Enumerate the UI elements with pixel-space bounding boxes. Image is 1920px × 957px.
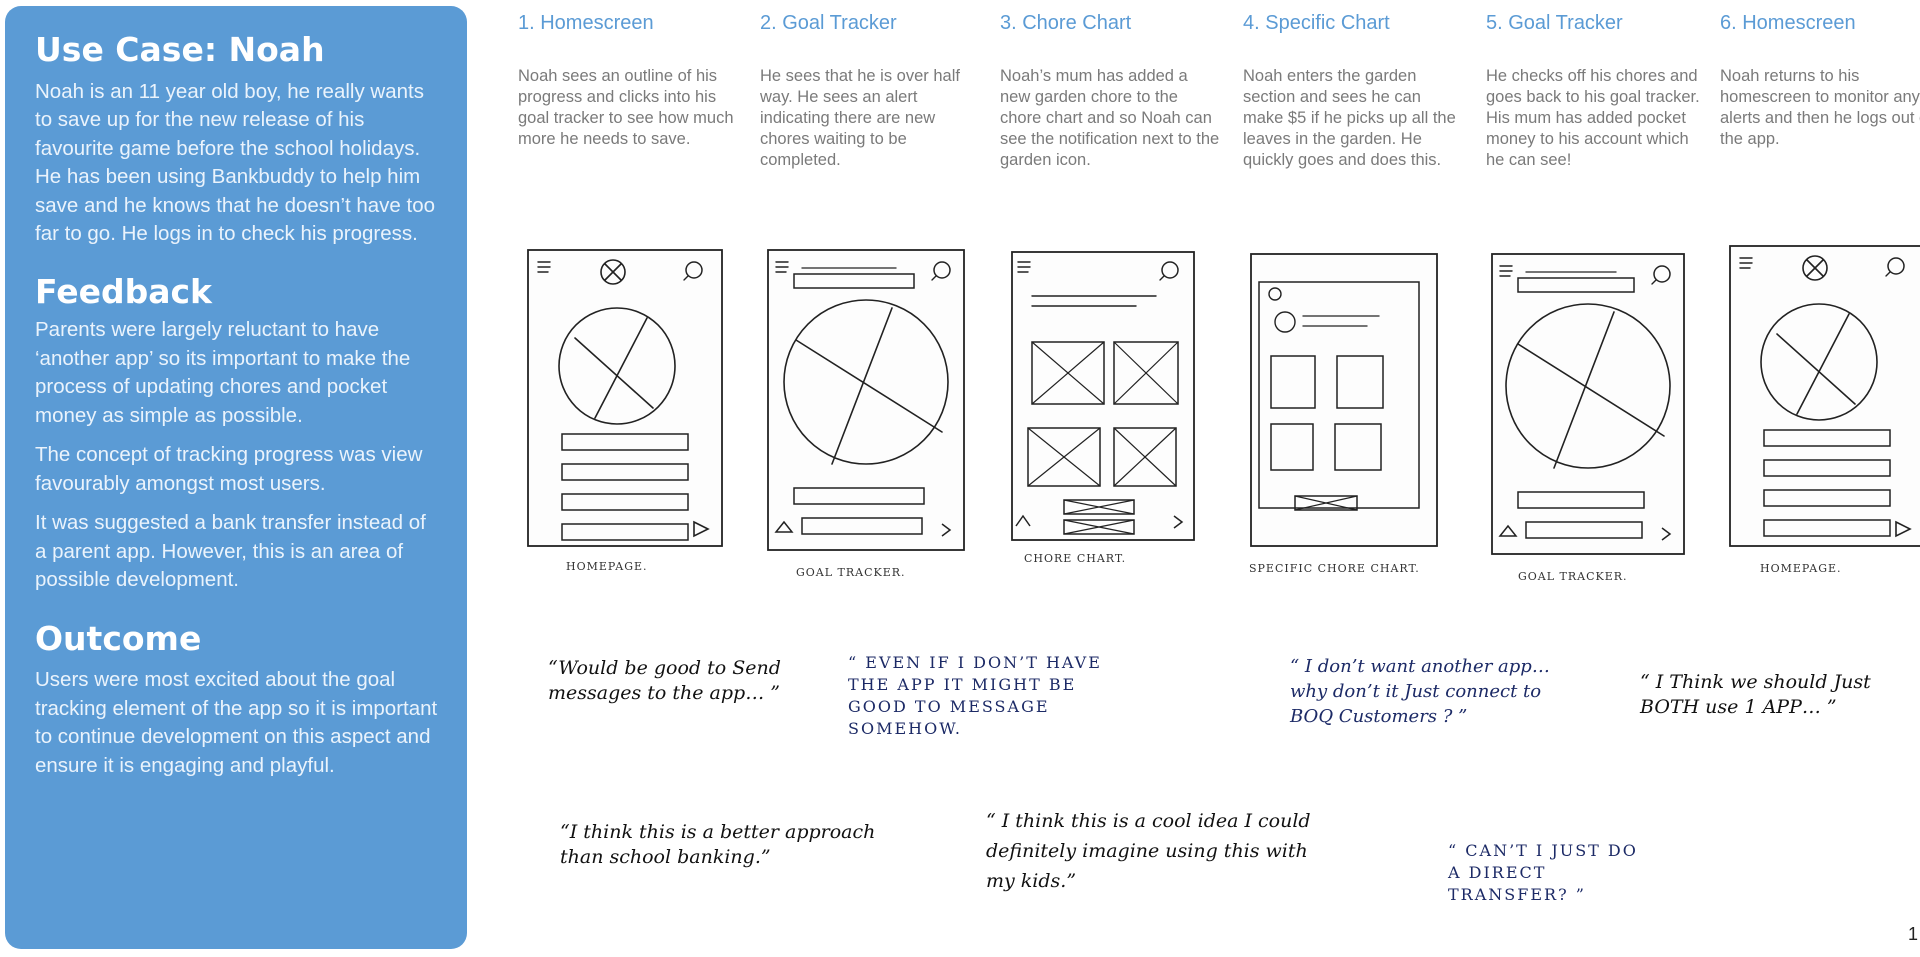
sketch-caption: HOMEPAGE. (1760, 562, 1842, 575)
goal-progress-circle (783, 299, 949, 465)
list-bar (1763, 489, 1891, 507)
quote-both-use-one-app: “ I Think we should Just BOTH use 1 APP…… (1640, 671, 1871, 718)
goal-bar (801, 517, 923, 535)
wireframe-sketch (1729, 245, 1920, 547)
step-title: 6. Homescreen (1720, 12, 1856, 34)
step-title: 3. Chore Chart (1000, 12, 1132, 34)
sketch-caption: GOAL TRACKER. (1518, 570, 1628, 583)
goal-progress-circle (1505, 303, 1671, 469)
sketch-caption: SPECIFIC CHORE CHART. (1249, 562, 1420, 575)
chore-tile (1031, 341, 1105, 405)
feedback-heading: Feedback (35, 271, 212, 311)
sketch-caption: CHORE CHART. (1024, 552, 1127, 565)
chat-icon (1887, 257, 1905, 275)
wireframe-border (527, 249, 723, 547)
step-description: He sees that he is over half way. He see… (760, 67, 960, 169)
sketch-caption: GOAL TRACKER. (796, 566, 906, 579)
list-bar (561, 493, 689, 511)
home-icon (774, 520, 794, 533)
chore-tile (1113, 427, 1177, 487)
chore-card (1336, 355, 1384, 409)
feedback-text-2: The concept of tracking progress was vie… (35, 443, 423, 495)
wireframe-border (1011, 251, 1195, 541)
chat-icon (1161, 261, 1179, 279)
next-arrow-icon (1661, 527, 1672, 541)
sketch-caption: HOMEPAGE. (566, 560, 648, 573)
progress-circle (558, 307, 676, 425)
outcome-heading: Outcome (35, 618, 202, 658)
submit-button (1294, 495, 1358, 511)
quote-better-than-school-banking: “I think this is a better approach than … (560, 821, 876, 868)
step-title: 4. Specific Chart (1243, 12, 1390, 34)
outcome-text: Users were most excited about the goal t… (35, 668, 438, 777)
feedback-text-3: It was suggested a bank transfer instead… (35, 511, 426, 592)
play-icon (1895, 520, 1912, 538)
step-title: 1. Homescreen (518, 12, 654, 34)
next-arrow-icon (1173, 515, 1184, 529)
list-bar (1763, 459, 1891, 477)
wireframe-border (1491, 253, 1685, 555)
list-bar (1763, 429, 1891, 447)
goal-bar (793, 487, 925, 505)
progress-circle (1760, 303, 1878, 421)
chore-button (1063, 499, 1135, 515)
quote-cool-idea: “ I think this is a cool idea I could de… (986, 810, 1311, 892)
goal-bar (1525, 521, 1643, 539)
logo-icon (1802, 255, 1828, 281)
chore-card (1270, 355, 1316, 409)
list-bar (561, 523, 689, 541)
goal-title-bar (1517, 277, 1635, 293)
wireframe-border (1729, 245, 1920, 547)
page-number: 1 (1907, 924, 1918, 944)
wireframe-sketch (1250, 253, 1438, 547)
step-title: 5. Goal Tracker (1486, 12, 1623, 34)
chore-tile (1027, 427, 1101, 487)
step-description: Noah enters the garden section and sees … (1243, 67, 1456, 169)
chat-icon (933, 261, 951, 279)
use-case-text: Noah is an 11 year old boy, he really wa… (35, 79, 436, 246)
step-description: Noah returns to his homescreen to monito… (1720, 67, 1920, 148)
quote-message-somehow: “ EVEN IF I DON’T HAVE THE APP IT MIGHT … (848, 653, 1102, 738)
chore-tile (1113, 341, 1179, 405)
wireframe-sketch (527, 249, 723, 547)
wireframe-border (767, 249, 965, 551)
garden-icon (1274, 311, 1296, 333)
logo-icon (600, 259, 626, 285)
quote-another-app: “ I don’t want another app… why don’t it… (1290, 656, 1550, 727)
goal-title-bar (793, 273, 915, 289)
list-bar (561, 433, 689, 451)
chat-icon (1653, 265, 1671, 283)
wireframe-sketch (767, 249, 965, 551)
quote-direct-transfer: “ CAN’T I JUST DO A DIRECT TRANSFER? ” (1448, 841, 1638, 904)
close-icon (1268, 287, 1282, 301)
play-icon (693, 520, 710, 538)
popup-card (1258, 281, 1420, 509)
goal-bar (1517, 491, 1645, 509)
use-case-panel: Use Case: Noah Noah is an 11 year old bo… (5, 6, 467, 949)
chat-icon (685, 261, 703, 279)
wireframe-border (1250, 253, 1438, 547)
step-description: Noah’s mum has added a new garden chore … (1000, 67, 1220, 169)
quote-send-messages: “Would be good to Send messages to the a… (548, 657, 781, 704)
wireframe-sketch (1011, 251, 1195, 541)
next-arrow-icon (941, 523, 952, 537)
wireframe-sketch (1491, 253, 1685, 555)
list-bar (561, 463, 689, 481)
home-icon (1015, 514, 1031, 527)
list-bar (1763, 519, 1891, 537)
chore-card (1270, 423, 1314, 471)
step-description: He checks off his chores and goes back t… (1486, 67, 1700, 169)
chore-card (1334, 423, 1382, 471)
home-icon (1498, 524, 1518, 537)
feedback-text-1: Parents were largely reluctant to have ‘… (35, 318, 411, 427)
step-title: 2. Goal Tracker (760, 12, 897, 34)
use-case-heading: Use Case: Noah (35, 30, 325, 69)
chore-button (1063, 519, 1135, 535)
step-description: Noah sees an outline of his progress and… (518, 67, 734, 148)
